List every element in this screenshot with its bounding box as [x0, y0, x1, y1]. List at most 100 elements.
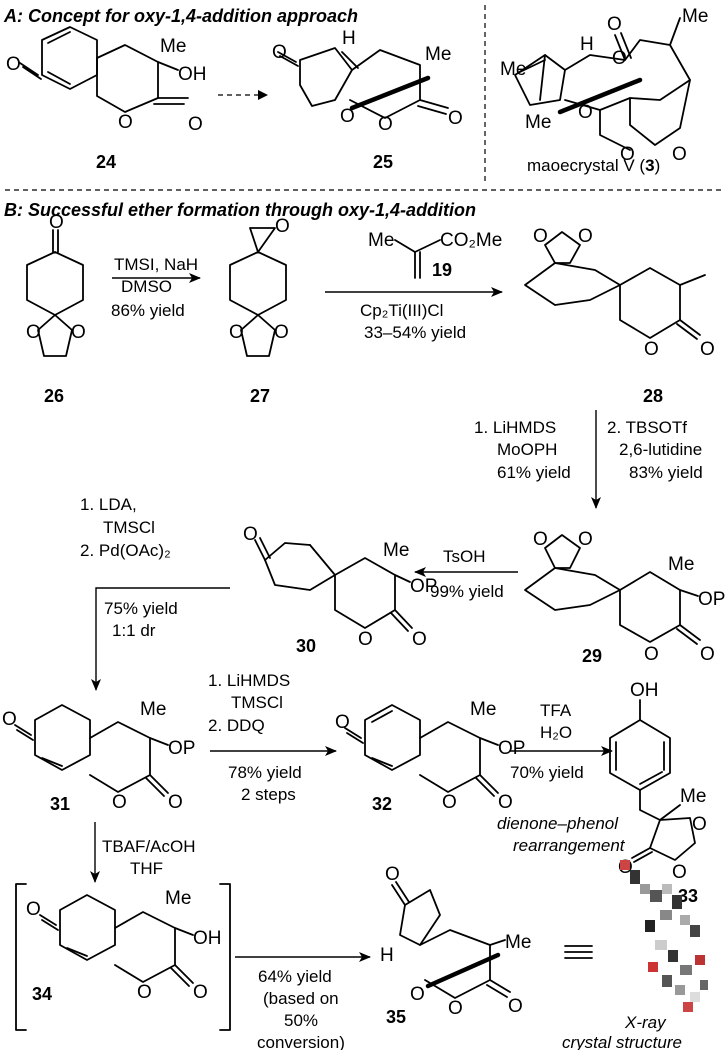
cond-s9-2: 50%	[284, 1011, 318, 1030]
atom-me: Me	[425, 44, 451, 65]
cond-s6-1: TMSCl	[231, 693, 283, 712]
atom-o-ring: O	[358, 629, 373, 650]
atom-o: O	[578, 226, 593, 247]
atom-o-ring: O	[378, 114, 393, 135]
cond-s4-1: 99% yield	[430, 582, 504, 601]
atom-me: Me	[165, 888, 191, 909]
cond-s1-2: 86% yield	[111, 301, 185, 320]
section-a-title: A: Concept for oxy-1,4-addition approach	[3, 6, 358, 26]
atom-o: O	[612, 48, 627, 69]
cond-s2-1: 33–54% yield	[364, 323, 466, 342]
compound-32-label: 32	[372, 794, 392, 814]
atom-h: H	[380, 945, 394, 966]
atom-op: OP	[410, 576, 437, 597]
atom-me: Me	[383, 540, 409, 561]
atom-o-ring: O	[644, 644, 659, 665]
cond-s3a-1: MoOPH	[497, 440, 557, 459]
atom-me: Me	[140, 699, 166, 720]
compound-26-structure: O O O	[26, 212, 86, 357]
arrow-step5	[91, 587, 230, 691]
cond-s6-2: 2. DDQ	[208, 716, 265, 735]
compound-28-label: 28	[643, 386, 663, 406]
cond-s5-4: 1:1 dr	[112, 621, 156, 640]
cond-s3a-2: 61% yield	[497, 463, 571, 482]
cond-s1-1: DMSO	[121, 277, 172, 296]
section-b-title: B: Successful ether formation through ox…	[4, 200, 476, 220]
compound-27-label: 27	[250, 386, 270, 406]
compound-29-structure: O O Me OP O O	[524, 529, 725, 665]
atom-o: O	[385, 864, 400, 885]
compound-19-structure: Me CO₂Me	[368, 230, 502, 279]
cond-s5-3: 75% yield	[104, 599, 178, 618]
cond-s6-0: 1. LiHMDS	[208, 671, 290, 690]
dashed-arrow-head	[258, 90, 268, 100]
compound-19-label: 19	[432, 260, 452, 280]
compound-35-label: 35	[386, 1007, 406, 1027]
atom-me: Me	[505, 932, 531, 953]
atom-o-carbonyl: O	[700, 644, 715, 665]
atom-o-carbonyl: O	[193, 982, 208, 1003]
atom-co2me: CO₂Me	[440, 230, 502, 251]
atom-me: Me	[525, 112, 551, 133]
compound-27-structure: O O O	[229, 216, 290, 357]
atom-o: O	[578, 529, 593, 550]
atom-o: O	[229, 322, 244, 343]
atom-o-ring: O	[112, 792, 127, 813]
atom-me: Me	[368, 230, 394, 251]
cond-s9-3: conversion)	[257, 1033, 345, 1050]
atom-o-ketone: O	[607, 14, 622, 35]
atom-me: Me	[680, 786, 706, 807]
cond-s7-2: 70% yield	[510, 763, 584, 782]
atom-o: O	[26, 322, 41, 343]
compound-25-label: 25	[373, 152, 393, 172]
atom-o: O	[6, 54, 21, 75]
xray-crystal-structure-image	[620, 860, 708, 1012]
maoecrystal-v-structure: Me O H O Me Me O O O	[500, 6, 708, 165]
atom-o-carbonyl: O	[672, 144, 687, 165]
atom-me: Me	[682, 6, 708, 27]
atom-me: Me	[470, 699, 496, 720]
cond-s7-0: TFA	[540, 701, 572, 720]
cond-s9-1: (based on	[263, 989, 339, 1008]
atom-h: H	[580, 34, 594, 55]
atom-o-ring: O	[442, 792, 457, 813]
compound-34-label: 34	[32, 984, 52, 1004]
atom-o: O	[533, 529, 548, 550]
atom-o: O	[26, 899, 41, 920]
atom-o-ring: O	[672, 862, 687, 883]
atom-o-carbonyl: O	[448, 108, 463, 129]
atom-o-carbonyl: O	[188, 114, 203, 135]
cond-s8-0: TBAF/AcOH	[102, 837, 196, 856]
compound-29-label: 29	[582, 646, 602, 666]
cond-s7-1: H₂O	[540, 723, 572, 742]
atom-me: Me	[500, 59, 526, 80]
xray-caption-line1: X-ray	[624, 1013, 667, 1032]
atom-o: O	[243, 524, 258, 545]
bracket-left	[15, 883, 27, 1031]
atom-o: O	[533, 226, 548, 247]
compound-32-structure: O Me OP O O	[335, 699, 525, 813]
atom-oh: OH	[178, 64, 207, 85]
cond-s5-0: 1. LDA,	[80, 495, 137, 514]
compound-31-structure: O Me OP O O	[2, 699, 195, 813]
atom-o-carbonyl: O	[412, 629, 427, 650]
compound-28-structure: O O O O	[524, 226, 715, 360]
cond-s6-3: 78% yield	[228, 763, 302, 782]
atom-o-carbonyl: O	[700, 339, 715, 360]
compound-24-structure: O Me OH O O	[6, 26, 207, 135]
compound-30-label: 30	[296, 636, 316, 656]
atom-oh: OH	[193, 928, 222, 949]
cond-s3b-0: 2. TBSOTf	[607, 418, 687, 437]
compound-24-label: 24	[96, 152, 116, 172]
atom-o: O	[272, 42, 287, 63]
atom-o-carbonyl: O	[168, 792, 183, 813]
atom-o-carbonyl: O	[508, 996, 523, 1017]
compound-34-structure: O Me OH O O	[26, 888, 222, 1003]
cond-s5-2: 2. Pd(OAc)₂	[80, 541, 171, 560]
atom-o: O	[49, 212, 64, 233]
atom-o: O	[274, 322, 289, 343]
cond-s4-0: TsOH	[443, 547, 486, 566]
atom-me: Me	[160, 36, 186, 57]
atom-o-ether: O	[410, 984, 425, 1005]
